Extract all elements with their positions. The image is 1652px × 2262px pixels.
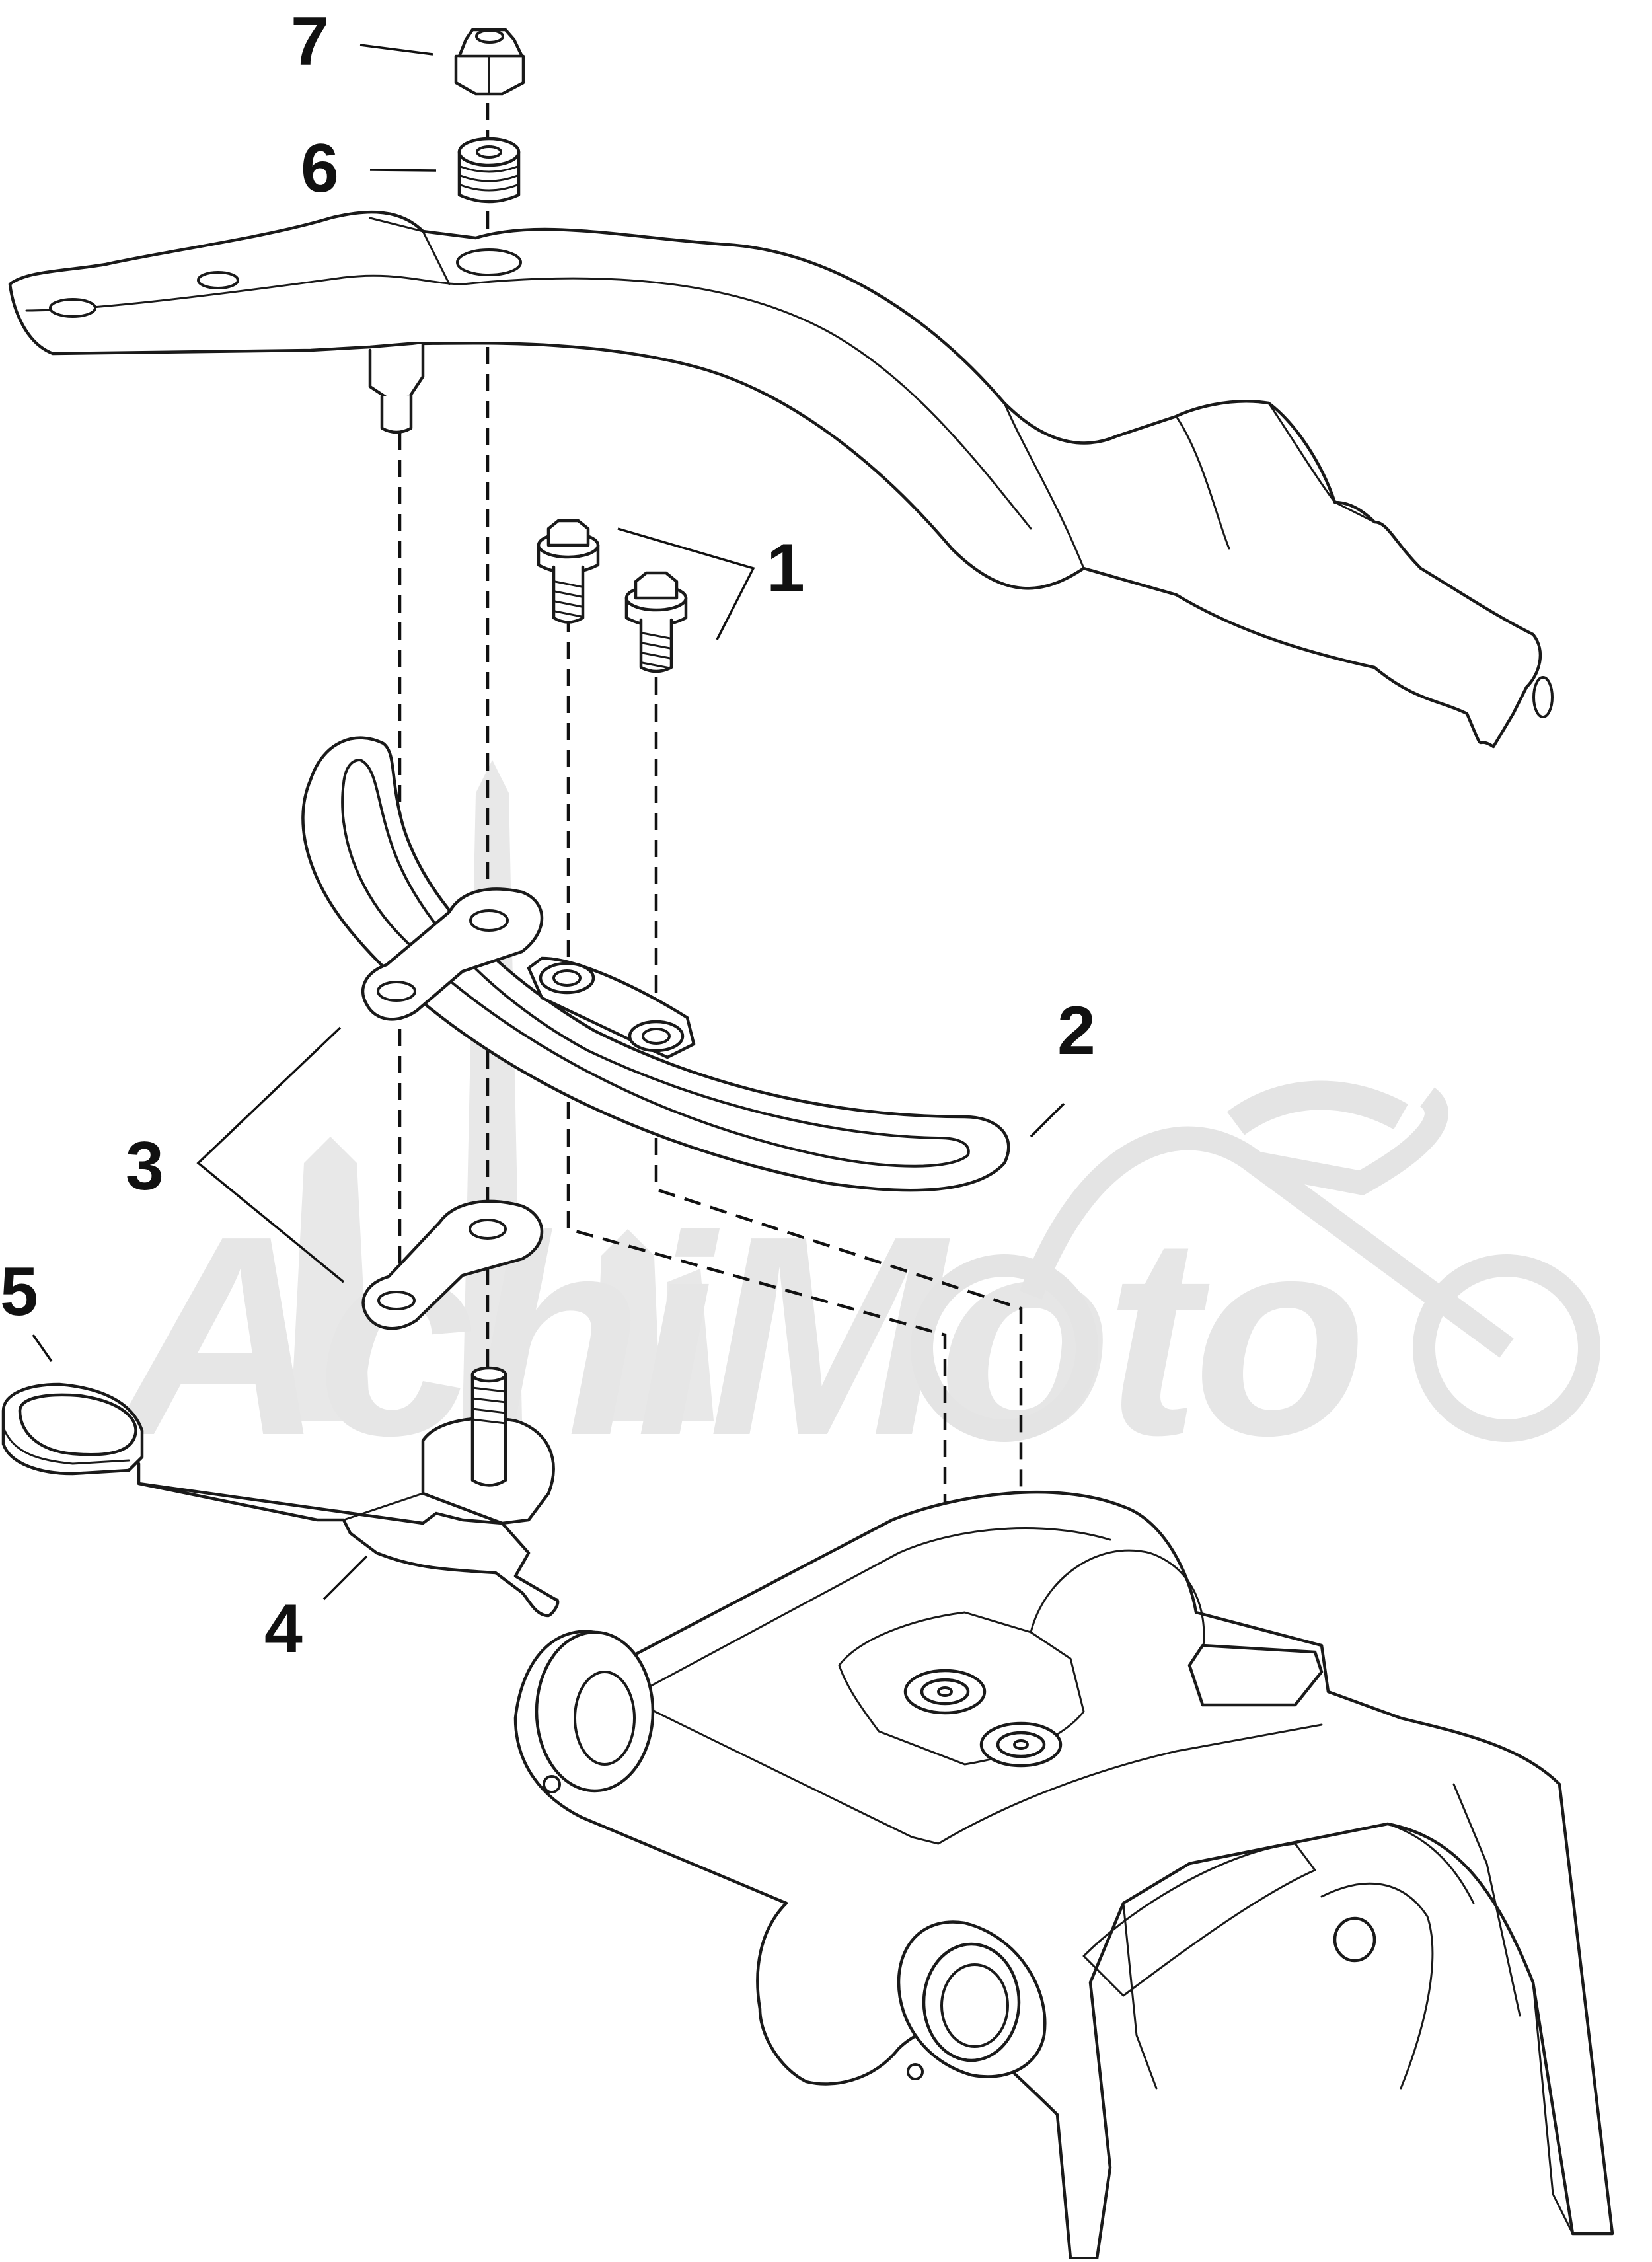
leader-lines (32, 44, 1065, 1601)
callout-3: 3 (126, 1128, 164, 1205)
part-3-lock-tabs (361, 887, 544, 1330)
part-1-bolts (537, 519, 688, 673)
part-5-pad (1, 1382, 144, 1476)
upper-pedal-lever (8, 210, 1554, 749)
bolt-b (624, 571, 688, 673)
part-6-spacer (457, 137, 521, 204)
lower-yoke (513, 1490, 1614, 2261)
part-4-bracket-stud (137, 1366, 560, 1618)
callout-1: 1 (767, 530, 805, 607)
bolt-a (537, 519, 600, 624)
lock-tab-lower (361, 1199, 544, 1330)
watermark-text: AchiMoto (110, 1178, 1363, 1495)
watermark: AchiMoto (110, 760, 1600, 1495)
callout-5: 5 (0, 1254, 38, 1330)
part-7-flange-nut (454, 28, 525, 96)
callout-labels: 7 6 1 2 3 5 4 (0, 3, 1096, 1667)
lock-tab-upper (361, 887, 544, 1021)
watermark-motorcycle-logo (911, 1080, 1600, 1442)
callout-4: 4 (264, 1591, 303, 1667)
callout-2: 2 (1057, 993, 1096, 1069)
callout-6: 6 (301, 130, 339, 207)
assembly-lines (398, 76, 1023, 1738)
callout-7: 7 (291, 3, 329, 80)
